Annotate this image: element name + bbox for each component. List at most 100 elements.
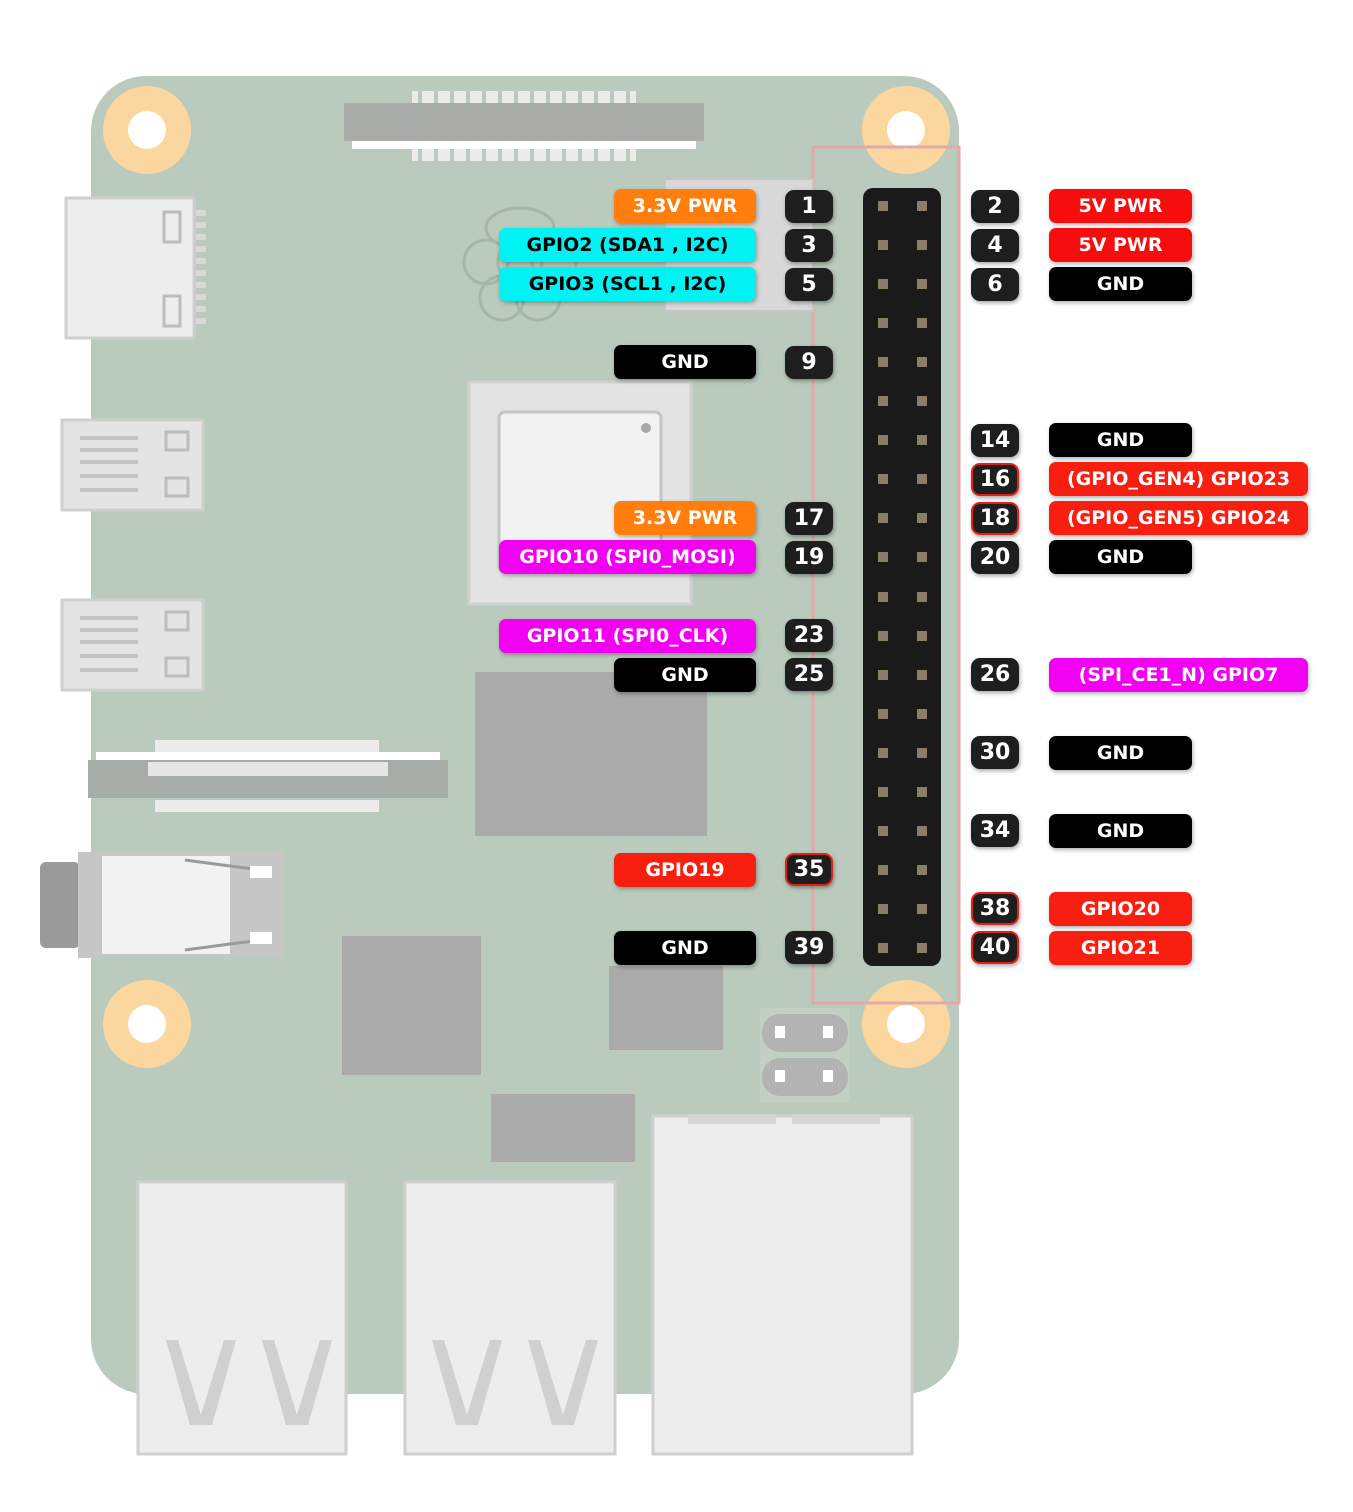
pin-label-23: GPIO11 (SPI0_CLK) — [499, 618, 756, 653]
header-pin — [878, 552, 888, 563]
header-pin — [917, 513, 927, 524]
header-pin — [878, 708, 888, 719]
pin-number-14: 14 — [971, 423, 1019, 457]
header-pin — [917, 591, 927, 602]
pin-number-35: 35 — [785, 853, 833, 887]
pin-number-34: 34 — [971, 814, 1019, 848]
pin-number-16: 16 — [971, 462, 1019, 496]
pin-number-30: 30 — [971, 736, 1019, 770]
header-pin — [917, 279, 927, 290]
ethernet-chip — [491, 1094, 635, 1162]
pin-label-6: GND — [1049, 267, 1192, 302]
header-pin — [917, 708, 927, 719]
gpio-header — [863, 188, 941, 966]
pin-number-25: 25 — [785, 658, 833, 692]
pin-label-17: 3.3V PWR — [614, 501, 756, 536]
pin-number-17: 17 — [785, 501, 833, 535]
ethernet-port — [651, 1114, 914, 1456]
pin-number-38: 38 — [971, 892, 1019, 926]
pin-label-4: 5V PWR — [1049, 228, 1192, 263]
header-pin — [878, 903, 888, 914]
header-pin — [878, 435, 888, 446]
header-pin — [878, 513, 888, 524]
header-pin — [878, 318, 888, 329]
header-pin — [917, 630, 927, 641]
pin-number-9: 9 — [785, 345, 833, 379]
header-pin — [917, 318, 927, 329]
header-pin — [917, 864, 927, 875]
pin-label-25: GND — [614, 657, 756, 692]
mount-hole-top-right — [862, 86, 950, 174]
header-pin — [878, 747, 888, 758]
pin-label-40: GPIO21 — [1049, 930, 1192, 965]
pin-number-40: 40 — [971, 931, 1019, 965]
pin-number-6: 6 — [971, 267, 1019, 301]
pin-number-39: 39 — [785, 931, 833, 965]
header-pin — [917, 435, 927, 446]
audio-jack — [40, 852, 284, 958]
pin-label-39: GND — [614, 930, 756, 965]
header-pin — [917, 747, 927, 758]
header-pin — [878, 786, 888, 797]
header-pin — [878, 201, 888, 211]
header-pin — [917, 942, 927, 953]
pin-label-19: GPIO10 (SPI0_MOSI) — [499, 540, 756, 575]
header-pin — [917, 474, 927, 485]
pin-label-34: GND — [1049, 813, 1192, 848]
header-pin — [878, 357, 888, 368]
pin-label-14: GND — [1049, 423, 1192, 458]
pin-number-4: 4 — [971, 228, 1019, 262]
pin-label-18: (GPIO_GEN5) GPIO24 — [1049, 501, 1308, 536]
pin-label-38: GPIO20 — [1049, 891, 1192, 926]
header-pin — [878, 279, 888, 290]
header-pin — [878, 474, 888, 485]
header-pin — [878, 864, 888, 875]
header-pin — [878, 942, 888, 953]
pin-number-20: 20 — [971, 540, 1019, 574]
header-pin — [878, 630, 888, 641]
pin-number-3: 3 — [785, 228, 833, 262]
pin-label-20: GND — [1049, 540, 1192, 575]
pin-label-3: GPIO2 (SDA1 , I2C) — [499, 228, 756, 263]
header-pin — [917, 903, 927, 914]
mount-hole-bottom-left — [103, 980, 191, 1068]
micro-hdmi-port-2 — [60, 598, 205, 692]
header-pin — [878, 825, 888, 836]
mount-hole-top-left — [103, 86, 191, 174]
pin-label-5: GPIO3 (SCL1 , I2C) — [499, 267, 756, 302]
usb-c-port — [64, 196, 206, 340]
header-pin — [917, 357, 927, 368]
usb-port-1 — [136, 1180, 348, 1456]
header-pin — [917, 396, 927, 407]
header-pin — [878, 591, 888, 602]
display-connector — [344, 91, 704, 161]
header-pin — [878, 240, 888, 251]
usb-controller-chip — [342, 936, 481, 1075]
mount-hole-bottom-right — [862, 980, 950, 1068]
header-pin — [917, 825, 927, 836]
pin-label-30: GND — [1049, 735, 1192, 770]
header-pin — [878, 669, 888, 680]
pin-label-16: (GPIO_GEN4) GPIO23 — [1049, 462, 1308, 497]
header-pin — [878, 396, 888, 407]
pin-number-18: 18 — [971, 501, 1019, 535]
pin-label-1: 3.3V PWR — [614, 189, 756, 223]
pin-label-2: 5V PWR — [1049, 189, 1192, 223]
camera-connector — [88, 740, 448, 812]
pin-number-1: 1 — [785, 189, 833, 223]
header-pin — [917, 669, 927, 680]
pin-number-26: 26 — [971, 658, 1019, 692]
pin-number-23: 23 — [785, 619, 833, 653]
pin-number-2: 2 — [971, 189, 1019, 223]
ram-chip — [475, 672, 707, 836]
pin-label-26: (SPI_CE1_N) GPIO7 — [1049, 657, 1308, 692]
gpio-header-outline — [811, 145, 961, 1005]
header-pin — [917, 240, 927, 251]
header-pin — [917, 786, 927, 797]
pin-number-5: 5 — [785, 267, 833, 301]
micro-hdmi-port-1 — [60, 418, 205, 512]
pmic-chip — [609, 966, 723, 1050]
pin-label-35: GPIO19 — [614, 852, 756, 887]
pin-label-9: GND — [614, 345, 756, 380]
